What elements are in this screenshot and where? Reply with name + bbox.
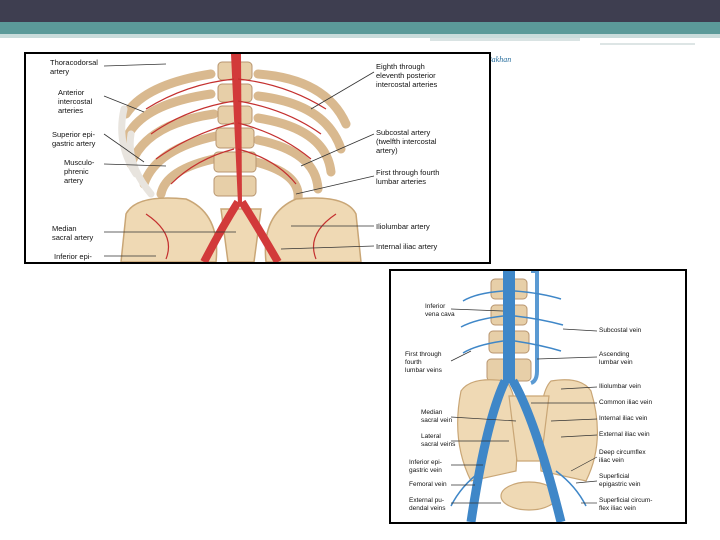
label-median-sacral-artery: Median sacral artery <box>52 224 94 242</box>
label-inferior-epigastric: Inferior epi- <box>54 252 92 261</box>
label-lumbar-arteries: First through fourth lumbar arteries <box>376 168 440 186</box>
label-superior-epigastric-artery: Superior epi- gastric artery <box>52 130 96 148</box>
label-superficial-epigastric-vein: Superficial epigastric vein <box>599 473 641 488</box>
label-posterior-intercostal-arteries: Eighth through eleventh posterior interc… <box>376 62 438 89</box>
label-thoracodorsal-artery: Thoracodorsal artery <box>50 58 98 76</box>
label-internal-iliac-vein: Internal iliac vein <box>599 415 648 422</box>
label-internal-iliac-artery: Internal iliac artery <box>376 242 438 251</box>
header-band-light <box>0 34 720 38</box>
veins-figure[interactable]: Inferior vena cava First through fourth … <box>389 269 687 524</box>
arteries-illustration <box>26 54 489 262</box>
label-external-pudendal-veins: External pu- dendal veins <box>409 497 446 512</box>
label-inferior-epigastric-vein: Inferior epi- gastric vein <box>409 459 442 474</box>
label-anterior-intercostal-arteries: Anterior intercostal arteries <box>58 88 93 115</box>
label-ascending-lumbar-vein: Ascending lumbar vein <box>599 351 633 366</box>
label-lateral-sacral-veins: Lateral sacral veins <box>421 433 456 448</box>
label-common-iliac-vein: Common iliac vein <box>599 399 653 406</box>
label-lumbar-veins: First through fourth lumbar veins <box>405 351 442 374</box>
label-iliolumbar-artery: Iliolumbar artery <box>376 222 430 231</box>
label-superficial-circumflex-iliac-vein: Superficial circum- flex iliac vein <box>599 497 653 512</box>
label-femoral-vein: Femoral vein <box>409 481 447 488</box>
label-subcostal-artery: Subcostal artery (twelfth intercostal ar… <box>376 128 437 155</box>
label-external-iliac-vein: External iliac vein <box>599 431 650 438</box>
label-iliolumbar-vein: Iliolumbar vein <box>599 383 641 390</box>
veins-illustration <box>391 271 685 522</box>
label-musculophrenic-artery: Musculo- phrenic artery <box>64 158 95 185</box>
arteries-figure[interactable]: Thoracodorsal artery Anterior intercosta… <box>24 52 491 264</box>
header-band-dark <box>0 0 720 22</box>
label-subcostal-vein: Subcostal vein <box>599 327 642 334</box>
header-accent-line <box>600 43 695 45</box>
header-band-teal <box>0 22 720 34</box>
label-median-sacral-vein: Median sacral vein <box>421 409 453 424</box>
header-accent-line <box>430 38 580 41</box>
label-deep-circumflex-iliac-vein: Deep circumflex iliac vein <box>599 449 646 464</box>
label-inferior-vena-cava: Inferior vena cava <box>425 303 455 318</box>
